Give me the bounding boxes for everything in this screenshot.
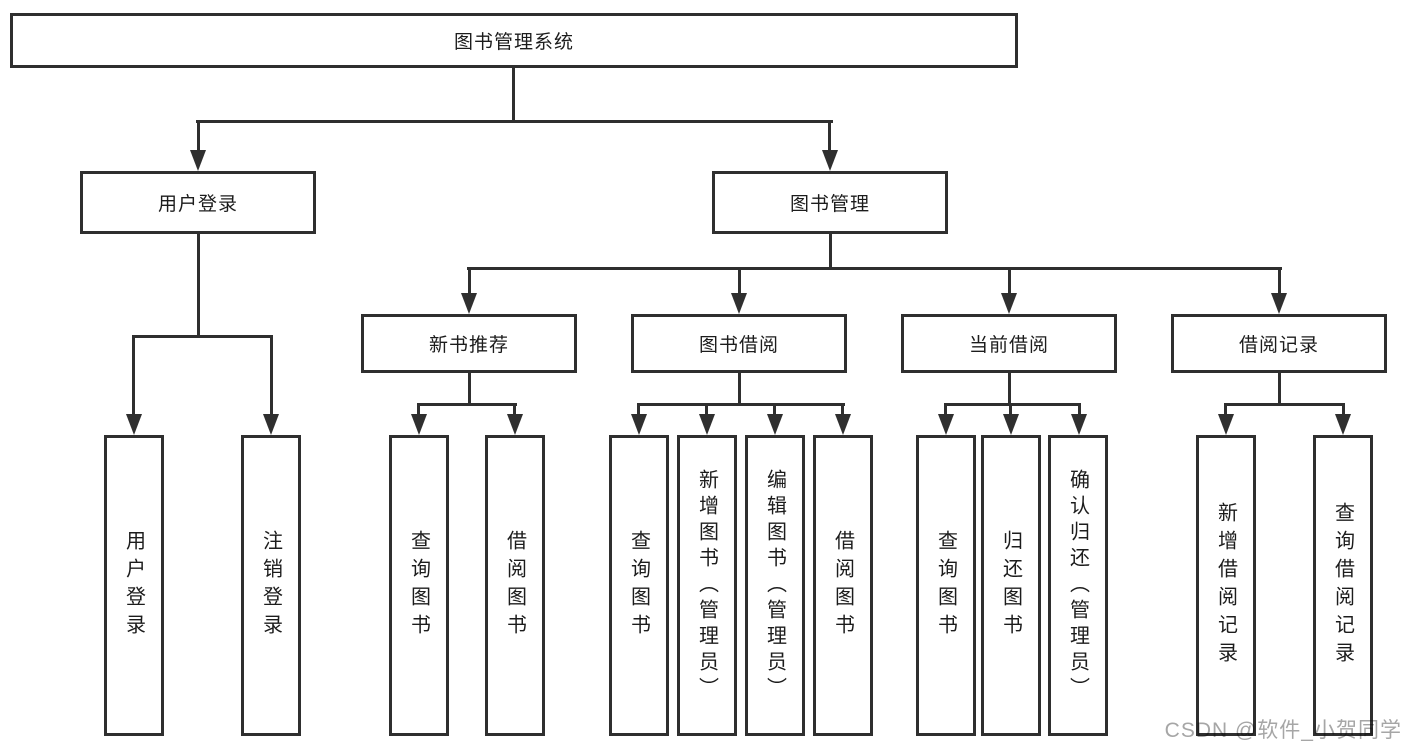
arrowhead-icon xyxy=(822,150,838,171)
connector-line xyxy=(1078,403,1081,420)
leaf-br-query-record: 查询借阅记录 xyxy=(1313,435,1373,736)
connector-line xyxy=(132,335,135,418)
connector-line xyxy=(513,403,516,420)
leaf-bb-add-book-admin: 新增图书（管理员） xyxy=(677,435,737,736)
connector-line xyxy=(773,403,776,420)
arrowhead-icon xyxy=(767,414,783,435)
connector-line xyxy=(828,120,831,155)
node-root: 图书管理系统 xyxy=(10,13,1018,68)
connector-line xyxy=(944,403,1081,406)
connector-line xyxy=(417,403,420,420)
leaf-nbr-borrow-book: 借阅图书 xyxy=(485,435,545,736)
arrowhead-icon xyxy=(263,414,279,435)
arrowhead-icon xyxy=(461,293,477,314)
leaf-bb-query-book: 查询图书 xyxy=(609,435,669,736)
node-current-borrow: 当前借阅 xyxy=(901,314,1117,373)
leaf-logout: 注销登录 xyxy=(241,435,301,736)
leaf-bb-borrow-book: 借阅图书 xyxy=(813,435,873,736)
node-borrow-record: 借阅记录 xyxy=(1171,314,1387,373)
connector-line xyxy=(132,335,272,338)
connector-line xyxy=(1008,267,1011,297)
node-book-management: 图书管理 xyxy=(712,171,948,234)
csdn-watermark: CSDN @软件_小贺同学 xyxy=(1164,719,1402,742)
connector-line xyxy=(841,403,844,420)
connector-line xyxy=(270,335,273,418)
arrowhead-icon xyxy=(1271,293,1287,314)
connector-line xyxy=(1278,371,1281,406)
leaf-cb-confirm-return-admin: 确认归还（管理员） xyxy=(1048,435,1108,736)
connector-line xyxy=(197,233,200,338)
connector-line xyxy=(1342,403,1345,420)
connector-line xyxy=(197,120,200,155)
connector-line xyxy=(1008,371,1011,406)
connector-line xyxy=(738,371,741,406)
connector-line xyxy=(1009,403,1012,420)
node-new-book-recommend: 新书推荐 xyxy=(361,314,577,373)
arrowhead-icon xyxy=(126,414,142,435)
leaf-user-login: 用户登录 xyxy=(104,435,164,736)
arrowhead-icon xyxy=(699,414,715,435)
arrowhead-icon xyxy=(1335,414,1351,435)
arrowhead-icon xyxy=(1003,414,1019,435)
connector-line xyxy=(944,403,947,420)
leaf-bb-edit-book-admin: 编辑图书（管理员） xyxy=(745,435,805,736)
arrowhead-icon xyxy=(411,414,427,435)
leaf-cb-return-book: 归还图书 xyxy=(981,435,1041,736)
connector-line xyxy=(637,403,640,420)
arrowhead-icon xyxy=(1001,293,1017,314)
leaf-br-add-record: 新增借阅记录 xyxy=(1196,435,1256,736)
connector-line xyxy=(1278,267,1281,297)
arrowhead-icon xyxy=(1071,414,1087,435)
arrowhead-icon xyxy=(1218,414,1234,435)
connector-line xyxy=(829,233,832,270)
connector-line xyxy=(705,403,708,420)
arrowhead-icon xyxy=(631,414,647,435)
arrowhead-icon xyxy=(835,414,851,435)
connector-line xyxy=(1224,403,1345,406)
node-user-login: 用户登录 xyxy=(80,171,316,234)
connector-line xyxy=(1224,403,1227,420)
arrowhead-icon xyxy=(731,293,747,314)
connector-line xyxy=(468,371,471,406)
connector-line xyxy=(468,267,471,297)
connector-line xyxy=(467,267,1282,270)
connector-line xyxy=(512,67,515,121)
arrowhead-icon xyxy=(507,414,523,435)
connector-line xyxy=(196,120,833,123)
leaf-nbr-query-book: 查询图书 xyxy=(389,435,449,736)
arrowhead-icon xyxy=(190,150,206,171)
leaf-cb-query-book: 查询图书 xyxy=(916,435,976,736)
connector-line xyxy=(417,403,517,406)
node-book-borrow: 图书借阅 xyxy=(631,314,847,373)
connector-line xyxy=(738,267,741,297)
connector-line xyxy=(637,403,845,406)
arrowhead-icon xyxy=(938,414,954,435)
